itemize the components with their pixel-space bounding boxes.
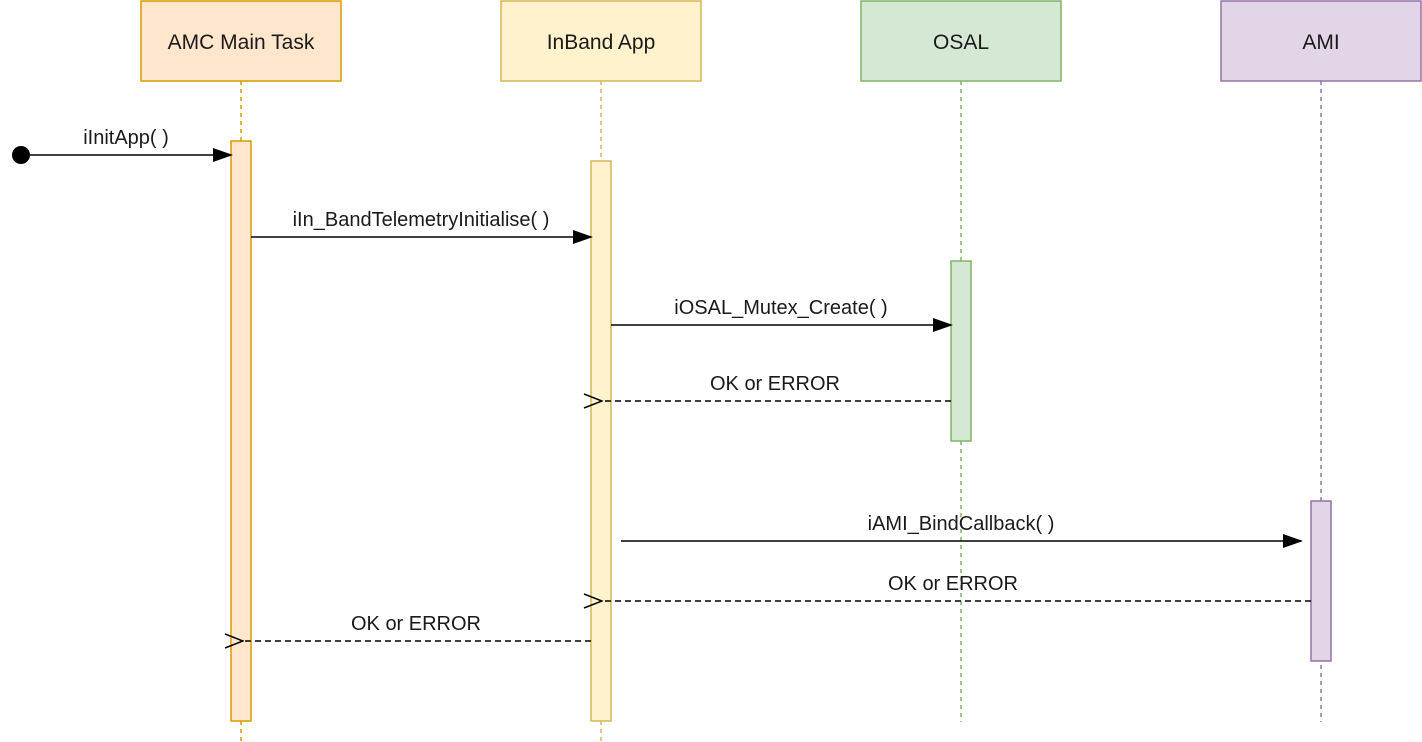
activation-bar-ami [1310, 500, 1332, 662]
participant-label: AMC Main Task [168, 31, 315, 54]
participant-inband[interactable]: InBand App [500, 0, 702, 82]
message-mutex-create[interactable]: iOSAL_Mutex_Create( ) [611, 297, 953, 332]
message-bind-return[interactable]: OK or ERROR [602, 573, 1311, 601]
message-bind-callback[interactable]: iAMI_BindCallback( ) [621, 513, 1303, 548]
activation-bar-osal [950, 260, 972, 442]
participant-box [860, 0, 1062, 82]
participant-box [500, 0, 702, 82]
participant-box [1220, 0, 1422, 82]
activation-bar-inband [590, 160, 612, 722]
message-inband-init[interactable]: iIn_BandTelemetryInitialise( ) [251, 209, 593, 244]
message-init-return[interactable]: OK or ERROR [243, 613, 591, 641]
message-label: OK or ERROR [710, 373, 840, 395]
participant-label: InBand App [547, 31, 656, 54]
message-label: iOSAL_Mutex_Create( ) [674, 297, 887, 319]
message-label: OK or ERROR [888, 573, 1018, 595]
activation-bar-amc [230, 140, 252, 722]
participant-label: AMI [1302, 31, 1339, 54]
participant-box [140, 0, 342, 82]
message-init-app[interactable]: iInitApp( ) [12, 127, 233, 164]
message-label: iInitApp( ) [83, 127, 169, 149]
message-label: OK or ERROR [351, 613, 481, 635]
participant-label: OSAL [933, 31, 989, 54]
message-mutex-return[interactable]: OK or ERROR [602, 373, 951, 401]
participant-osal[interactable]: OSAL [860, 0, 1062, 82]
participant-ami[interactable]: AMI [1220, 0, 1422, 82]
participant-amc[interactable]: AMC Main Task [140, 0, 342, 82]
message-label: iIn_BandTelemetryInitialise( ) [293, 209, 550, 231]
message-label: iAMI_BindCallback( ) [868, 513, 1055, 535]
